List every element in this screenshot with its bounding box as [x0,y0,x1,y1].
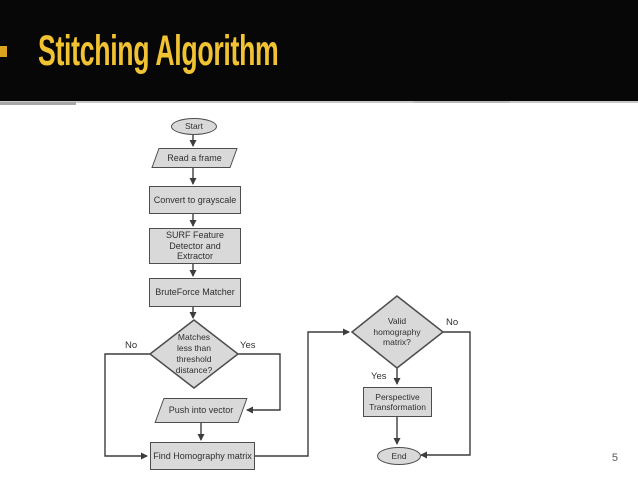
node-perspective-transformation: Perspective Transformation [363,387,432,417]
header-separator [0,101,638,103]
edge-match-no-path [104,353,150,460]
edge-find-validcheck [252,328,350,457]
edge-label-match-no: No [125,340,138,351]
node-surf-detector: SURF Feature Detector and Extractor [149,228,241,264]
header-separator-right-segment [413,101,510,103]
node-matches-threshold-label: Matches less than threshold distance? [175,332,213,375]
edge-label-valid-yes: Yes [371,371,387,382]
node-push-into-vector-label: Push into vector [168,405,234,416]
node-push-into-vector: Push into vector [159,398,243,423]
node-read-frame: Read a frame [155,148,234,168]
node-start: Start [171,118,217,135]
header-separator-left-segment [0,102,76,105]
edge-label-valid-no: No [446,317,459,328]
node-bruteforce-matcher: BruteForce Matcher [149,278,241,307]
node-end: End [377,447,421,465]
node-valid-homography-label: Valid homography matrix? [373,315,421,348]
node-convert-grayscale: Convert to grayscale [149,186,241,214]
slide-header: Stitching Algorithm [0,0,638,101]
node-find-homography: Find Homography matrix [150,442,255,470]
edge-label-match-yes: Yes [240,340,256,351]
page-number: 5 [611,452,618,464]
accent-square [0,46,7,57]
node-read-frame-label: Read a frame [167,152,222,163]
slide-title: Stitching Algorithm [38,27,279,75]
